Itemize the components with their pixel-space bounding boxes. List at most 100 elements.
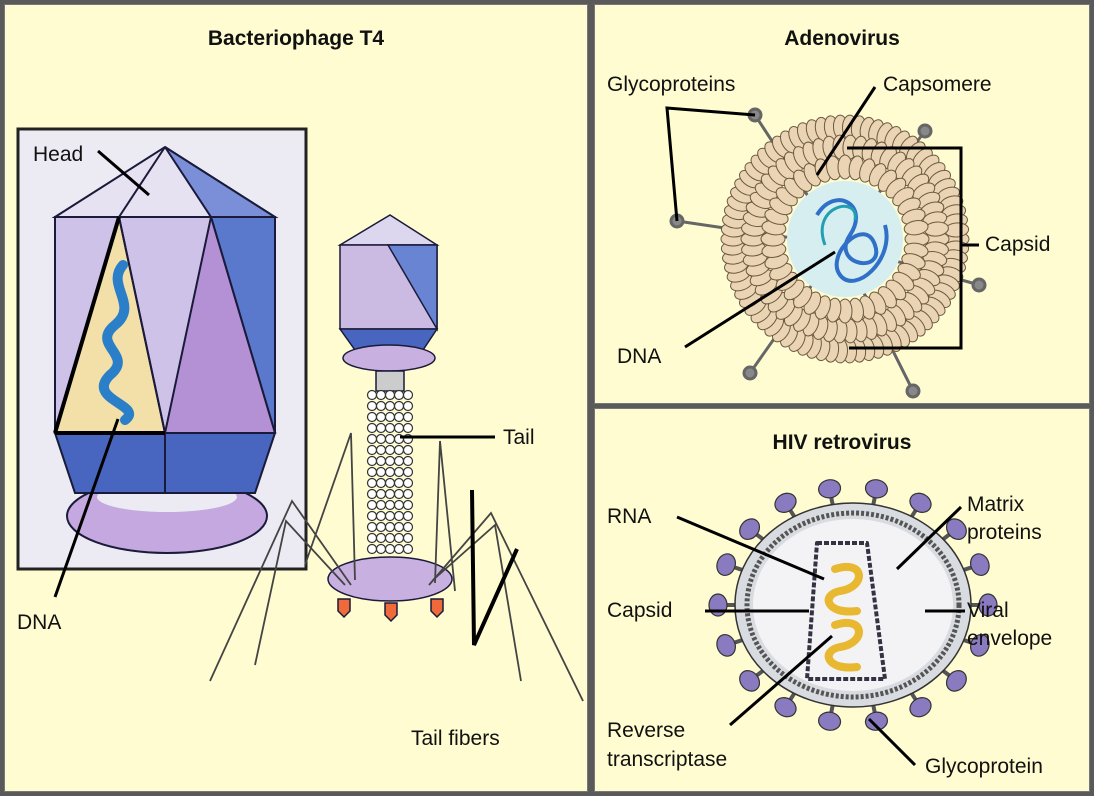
panel-hiv-retrovirus: HIV retrovirus RNA Capsid Reverse transc… xyxy=(594,408,1090,792)
tail-sheath-bead xyxy=(384,411,396,423)
tail-sheath-bead xyxy=(366,499,378,511)
tail-sheath-bead xyxy=(384,433,396,445)
tail-sheath-bead xyxy=(366,477,378,489)
label-reverse-transcriptase-line1: Reverse xyxy=(607,719,686,742)
glycoprotein-spike xyxy=(939,518,967,543)
tail-sheath-bead xyxy=(402,499,414,511)
label-glycoprotein: Glycoprotein xyxy=(925,755,1043,778)
tail-sheath-bead xyxy=(393,411,405,423)
label-dna: DNA xyxy=(17,611,62,634)
glycoprotein-spike xyxy=(739,667,767,692)
tail-sheath-bead xyxy=(375,455,387,467)
tail-sheath-bead xyxy=(366,433,378,445)
tail-sheath-bead xyxy=(393,389,405,401)
leader-line-tail-fibers xyxy=(470,489,519,646)
tail-sheath-bead xyxy=(366,400,378,412)
tail-sheath-bead xyxy=(384,455,396,467)
tail-sheath-bead xyxy=(384,400,396,412)
tail-sheath-bead xyxy=(384,466,396,478)
tail-sheath-bead xyxy=(393,400,405,412)
tail-sheath-bead xyxy=(393,510,405,522)
leader-line-head xyxy=(97,149,150,197)
glycoprotein-spike xyxy=(818,479,842,507)
t4-head-enlarged xyxy=(51,145,279,554)
panel-title-t4: Bacteriophage T4 xyxy=(207,27,385,50)
tail-sheath-bead xyxy=(402,455,414,467)
tail-sheath-bead xyxy=(402,444,414,456)
tail-sheath-bead xyxy=(402,389,414,401)
tail-sheath-bead xyxy=(375,477,387,489)
tail-sheath-bead xyxy=(384,510,396,522)
glycoprotein-spike xyxy=(774,690,798,718)
tail-sheath-bead xyxy=(402,400,414,412)
t4-tail-sheath xyxy=(366,389,414,555)
tail-sheath-bead xyxy=(402,510,414,522)
hiv-rna xyxy=(824,563,863,672)
label-rna: RNA xyxy=(607,505,652,528)
leader-line-matrix-proteins xyxy=(895,505,963,571)
tail-sheath-bead xyxy=(366,455,378,467)
tail-sheath-bead xyxy=(375,499,387,511)
t4-phage-whole xyxy=(327,214,453,623)
tail-sheath-bead xyxy=(375,543,387,555)
tail-sheath-bead xyxy=(393,543,405,555)
label-head: Head xyxy=(33,143,84,166)
panel-adenovirus: Adenovirus Glycoproteins Capsomere Capsi… xyxy=(594,4,1090,404)
hiv-matrix-layer xyxy=(744,510,962,700)
label-capsomere: Capsomere xyxy=(883,73,992,96)
label-hiv-capsid: Capsid xyxy=(607,599,673,622)
leader-line-adeno-dna xyxy=(684,250,836,349)
tail-sheath-bead xyxy=(375,400,387,412)
tail-sheath-bead xyxy=(402,466,414,478)
panel-title-hiv: HIV retrovirus xyxy=(772,431,912,454)
tail-sheath-bead xyxy=(393,455,405,467)
label-viral-envelope-line1: Viral xyxy=(967,599,1009,622)
capsid-bracket xyxy=(847,146,963,350)
tail-sheath-bead xyxy=(366,444,378,456)
tail-sheath-bead xyxy=(384,543,396,555)
adenovirus-illustration xyxy=(665,86,987,399)
tail-sheath-bead xyxy=(366,543,378,555)
tail-sheath-bead xyxy=(375,422,387,434)
t4-tail-fibers xyxy=(209,432,584,702)
tail-sheath-bead xyxy=(384,488,396,500)
leader-line-reverse-transcriptase xyxy=(729,634,833,727)
tail-sheath-bead xyxy=(402,411,414,423)
glycoprotein-spike xyxy=(939,667,967,692)
hiv-capsid-cone xyxy=(805,541,887,681)
label-reverse-transcriptase-line2: transcriptase xyxy=(607,748,728,771)
panel-title-adenovirus: Adenovirus xyxy=(784,27,900,50)
tail-sheath-bead xyxy=(366,488,378,500)
tail-sheath-bead xyxy=(384,389,396,401)
label-capsid: Capsid xyxy=(985,233,1051,256)
glycoprotein-spike xyxy=(708,593,738,617)
t4-dna-strand xyxy=(98,260,134,425)
tail-sheath-bead xyxy=(393,488,405,500)
tail-sheath-bead xyxy=(384,477,396,489)
label-matrix-proteins-line1: Matrix xyxy=(967,493,1025,516)
tail-sheath-bead xyxy=(375,510,387,522)
glycoprotein-spike xyxy=(908,492,932,520)
tail-sheath-bead xyxy=(393,521,405,533)
tail-sheath-bead xyxy=(366,411,378,423)
leader-line-glycoprotein xyxy=(867,717,917,767)
tail-sheath-bead xyxy=(375,389,387,401)
label-tail-fibers: Tail fibers xyxy=(411,727,500,750)
tail-sheath-bead xyxy=(375,411,387,423)
tail-sheath-bead xyxy=(375,532,387,544)
label-matrix-proteins-line2: proteins xyxy=(967,521,1042,544)
tail-sheath-bead xyxy=(375,466,387,478)
tail-sheath-bead xyxy=(402,532,414,544)
glycoprotein-spike xyxy=(818,703,842,731)
capsomere xyxy=(903,220,929,236)
tail-sheath-bead xyxy=(402,477,414,489)
tail-sheath-bead xyxy=(366,521,378,533)
leader-line-capsomere xyxy=(815,86,877,176)
tail-sheath-bead xyxy=(366,532,378,544)
tail-sheath-bead xyxy=(384,422,396,434)
leader-line-dna xyxy=(53,418,120,598)
leader-line-rna xyxy=(676,515,825,581)
tail-sheath-bead xyxy=(402,543,414,555)
label-adeno-dna: DNA xyxy=(617,345,662,368)
tail-sheath-bead xyxy=(375,433,387,445)
